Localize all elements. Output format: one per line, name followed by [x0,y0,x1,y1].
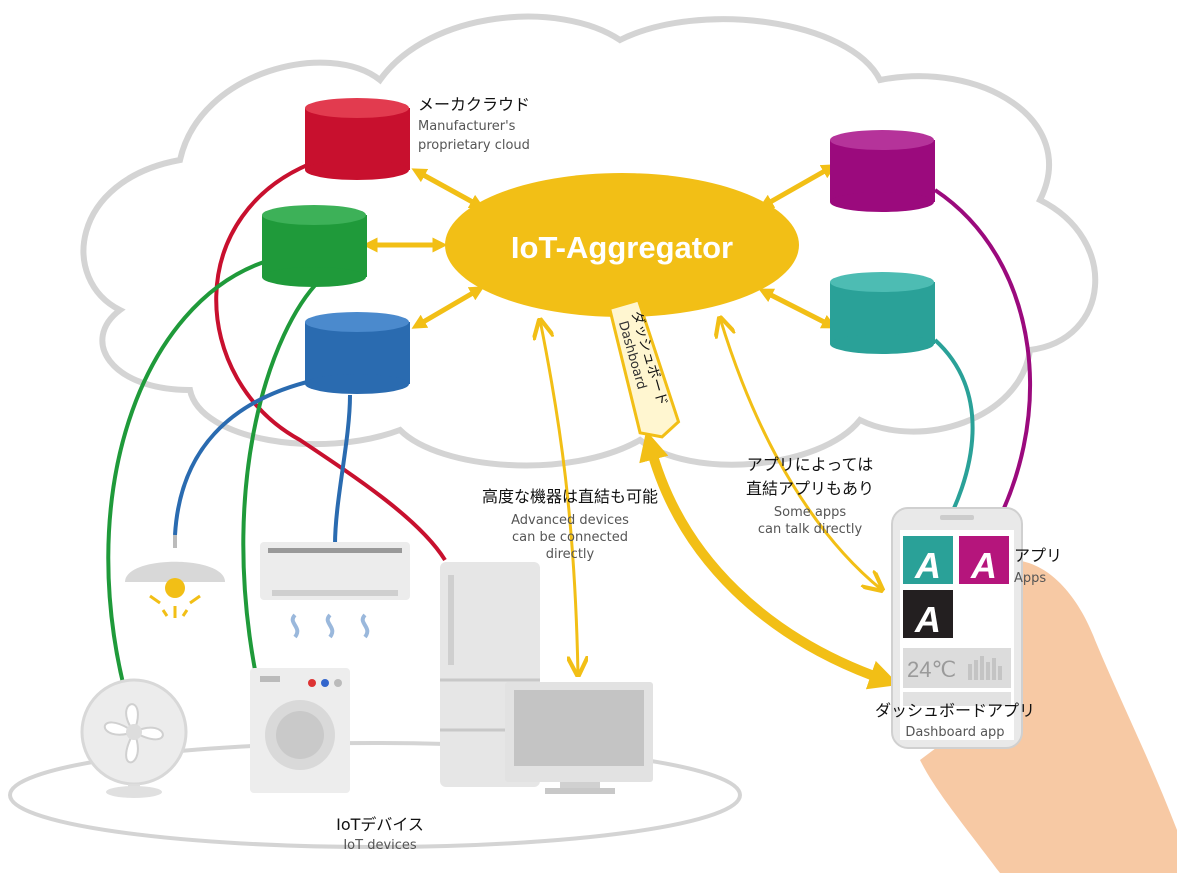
dashboard-app-ja: ダッシュボードアプリ [874,701,1035,720]
green-link-washer [241,278,322,671]
devices-ring [8,741,742,849]
purple-cloud-db [830,130,935,212]
dashboard-app-en: Dashboard app [905,725,1005,740]
apps-en: Apps [1014,571,1047,586]
apps-ja: アプリ [1014,546,1063,565]
red-link [214,158,447,562]
green-link-fan [106,258,271,711]
aggregator-hub [445,173,799,317]
direct-apps-en-2: can talk directly [757,522,863,537]
hand-icon [920,560,1177,873]
app-letter-black: A [914,599,941,640]
green-cloud-db [262,205,367,287]
blue-link-ac [333,394,352,546]
smartphone: A A A 24℃ [891,507,1023,749]
direct-apps-ja-1: アプリによっては [746,455,874,474]
app-tile-magenta[interactable] [959,536,1009,584]
washing-machine-icon [250,668,350,793]
teal-cloud-db [830,272,935,354]
monitor-icon [505,682,653,794]
arrow-blue-cloud [411,286,485,329]
app-tile-black[interactable] [903,590,953,638]
manufacturer-cloud-en-1: Manufacturer's [418,119,516,134]
lamp-icon [125,535,225,618]
advanced-devices-en-2: can be connected [512,530,628,545]
app-letter-magenta: A [970,545,997,586]
blue-link-lamp [173,378,316,536]
arrow-purple-cloud [758,164,837,209]
iot-devices-ja: IoTデバイス [336,815,424,834]
purple-link [933,188,1032,547]
red-cloud-db [305,98,410,180]
bar-icon [968,656,1002,680]
arrow-advanced-device [540,320,578,675]
advanced-devices-en-3: directly [545,547,595,562]
temperature-readout: 24℃ [907,657,956,682]
direct-apps-ja-2: 直結アプリもあり [745,479,874,498]
blue-cloud-db [305,312,410,394]
air-conditioner-icon [260,542,410,639]
manufacturer-cloud-en-2: proprietary cloud [418,138,530,153]
app-letter-teal: A [914,545,941,586]
app-tile-teal[interactable] [903,536,953,584]
fan-icon [80,678,188,798]
advanced-devices-ja: 高度な機器は直結も可能 [481,487,658,506]
arrow-red-cloud [411,168,485,209]
arrow-dashboard-app [639,430,900,690]
iot-devices-en: IoT devices [343,838,417,853]
advanced-devices-en-1: Advanced devices [511,513,629,528]
manufacturer-cloud-ja: メーカクラウド [418,95,531,114]
aggregator-title: IoT-Aggregator [511,230,733,265]
direct-apps-en-1: Some apps [773,505,847,520]
